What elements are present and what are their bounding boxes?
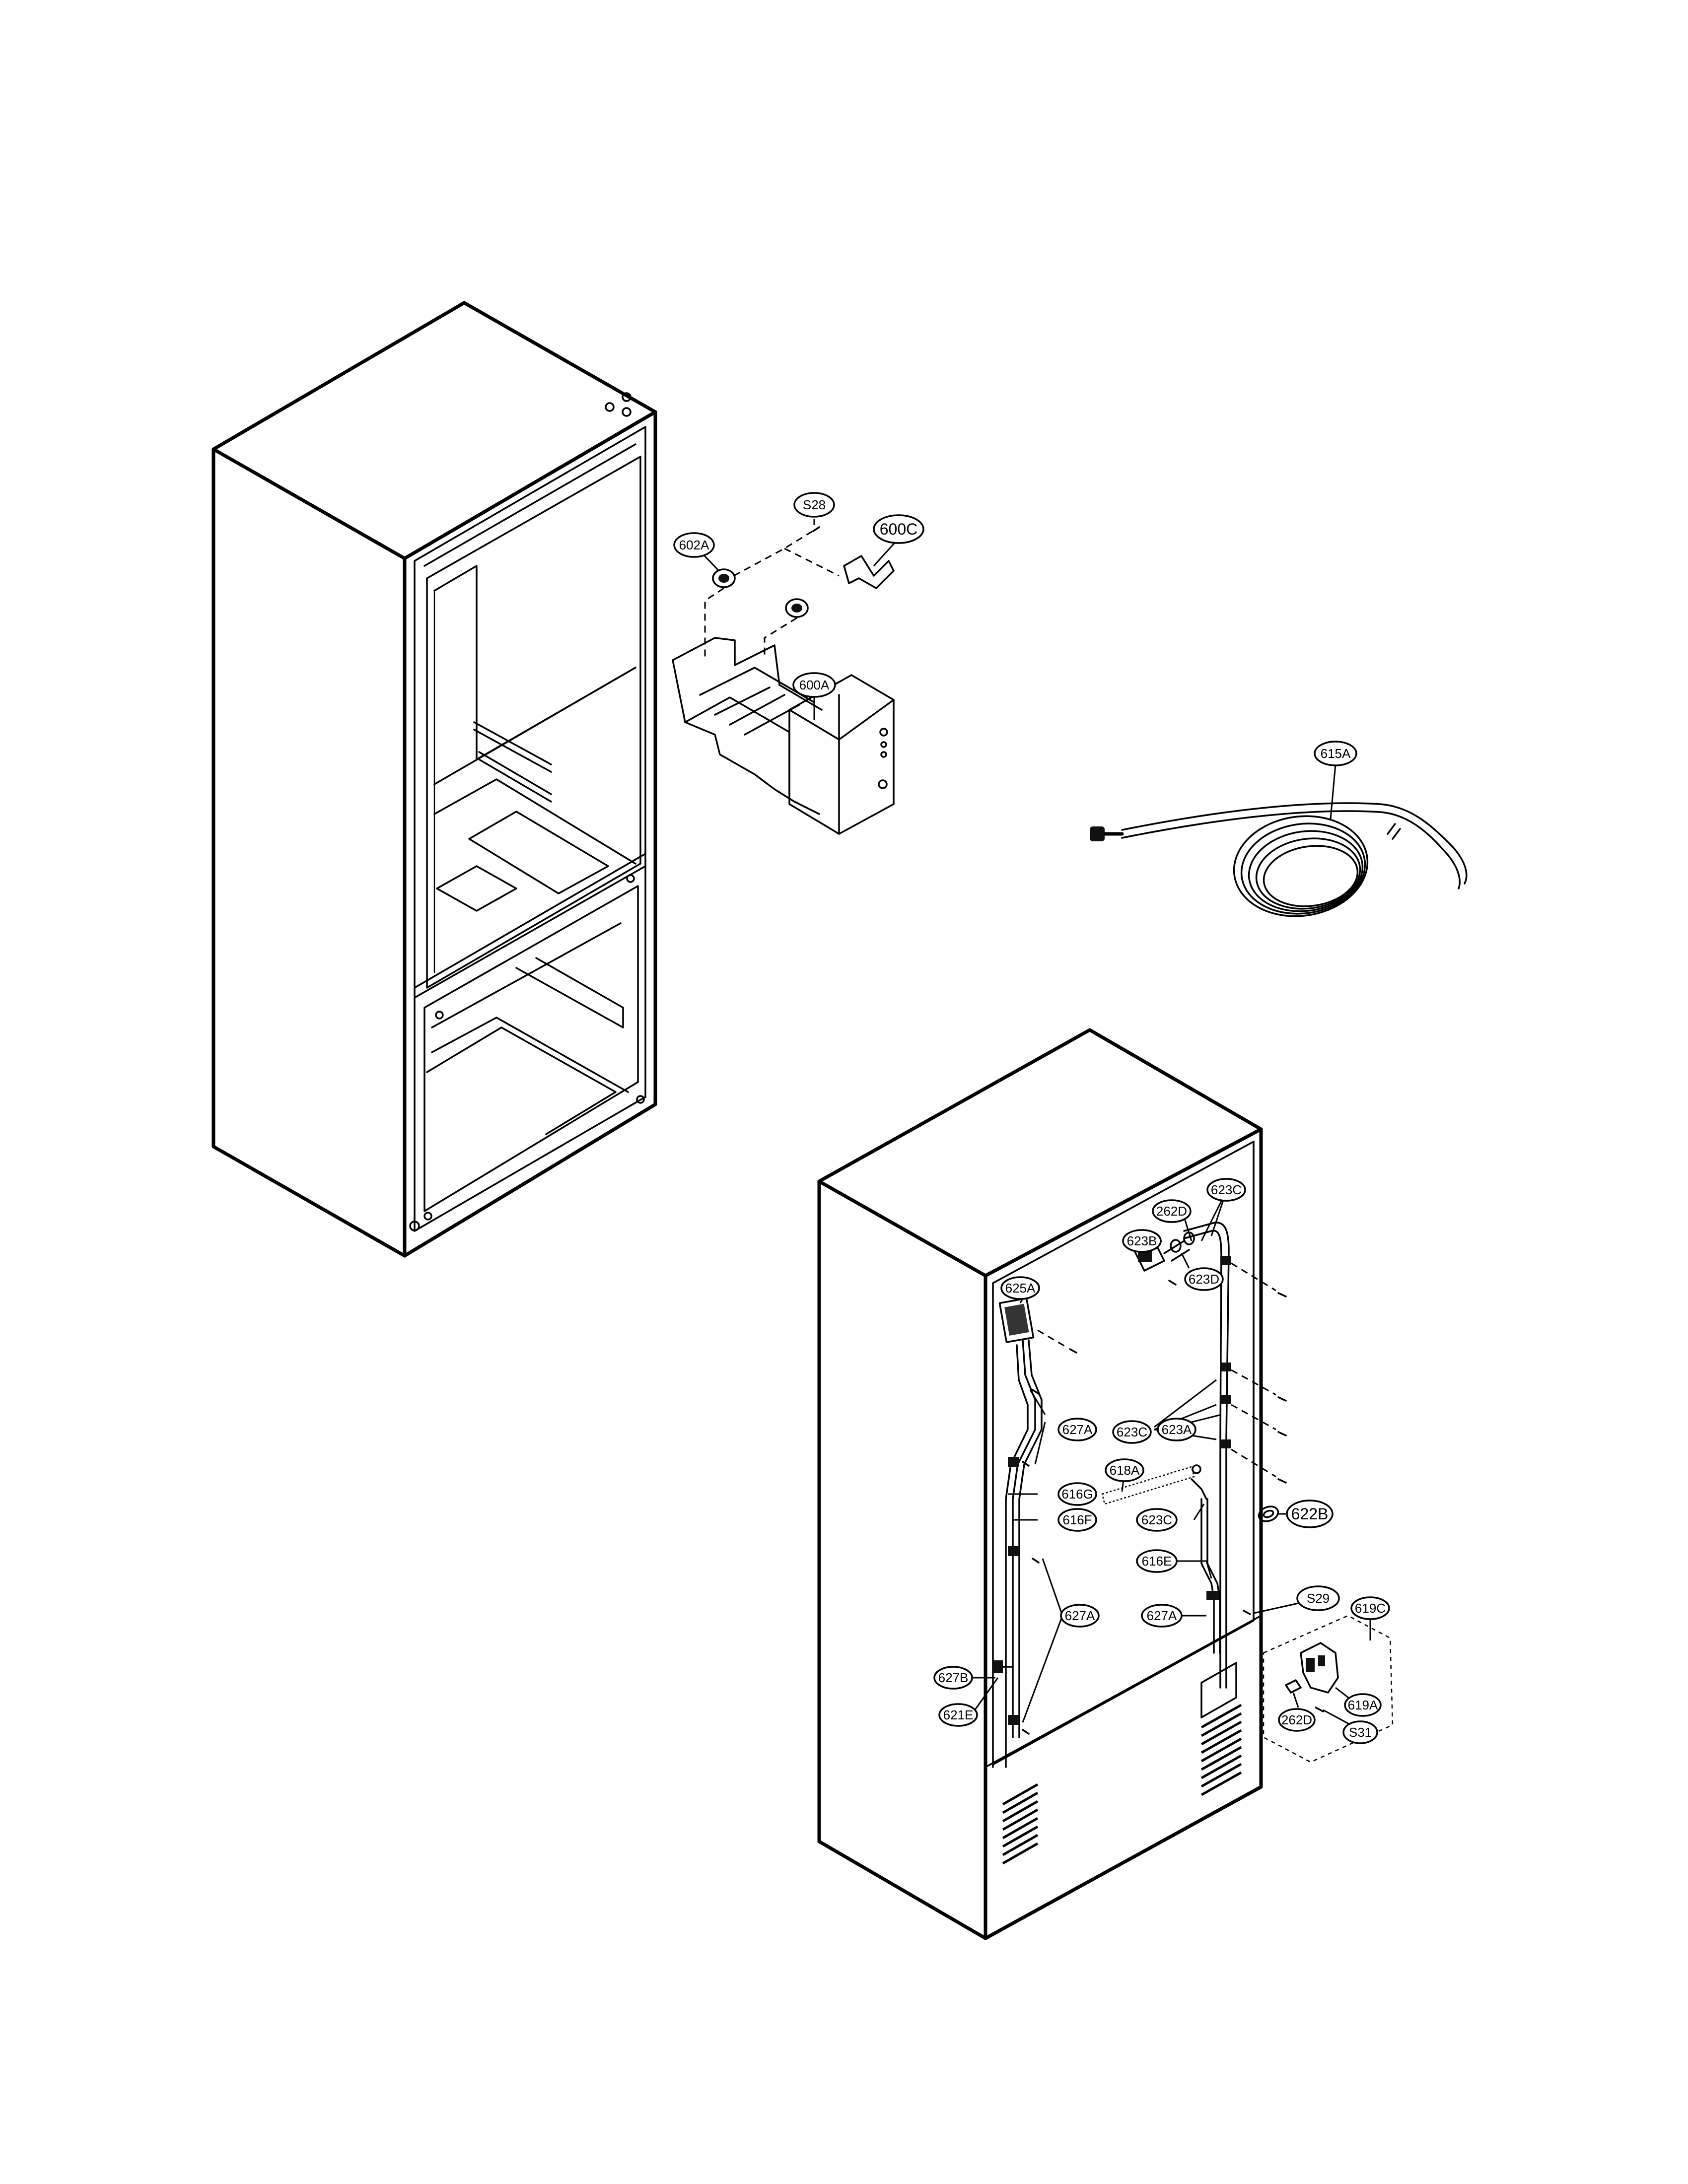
vent-grille-left [1002,1783,1039,1865]
tube-616e [1183,1222,1231,1689]
callout-622b: 622B [1286,1500,1334,1528]
callout-616e: 616E [1136,1549,1178,1573]
callout-623c-mid: 623C [1112,1420,1152,1444]
callout-616g: 616G [1057,1482,1097,1506]
callout-label: 600C [880,520,918,538]
rear-cabinet [817,1028,1394,1940]
callout-600a: 600A [792,672,836,698]
callout-625a: 625A [1000,1276,1040,1300]
callout-label: 619A [1348,1698,1378,1712]
callout-label: 615A [1321,746,1351,761]
callout-label: 262D [1281,1712,1312,1727]
callout-627a-lower: 627A [1060,1604,1100,1628]
callout-label: 623D [1189,1272,1219,1287]
part-618a [1101,1464,1201,1505]
callout-label: 623A [1162,1422,1192,1437]
callout-627a-upper: 627A [1057,1418,1097,1441]
grommet-602a-right [785,598,809,618]
callout-602a: 602A [673,532,715,558]
grommet-602a-left [712,568,736,588]
leader-lines [693,519,1371,1728]
callout-618a: 618A [1105,1458,1144,1482]
callout-616f: 616F [1057,1508,1097,1532]
callout-623b: 623B [1122,1229,1162,1253]
callout-label: 600A [799,678,830,692]
callout-label: S29 [1307,1591,1330,1606]
callout-label: 622B [1291,1505,1329,1523]
tube-616g-616f [993,1297,1043,1768]
callout-label: S28 [803,497,826,512]
callout-label: 625A [1005,1281,1036,1296]
callout-619c: 619C [1350,1596,1390,1620]
mounting-screws [1022,1262,1287,1735]
inset-619c [1263,1615,1394,1763]
callout-621e: 621E [938,1703,978,1727]
callout-619a: 619A [1344,1693,1382,1717]
callout-label: 623C [1211,1182,1242,1197]
callout-627b: 627B [933,1666,973,1690]
grommet-622b [1258,1505,1279,1522]
vent-grille-right [1200,1662,1242,1796]
callout-label: 602A [679,538,709,552]
callout-label: 627A [1147,1608,1177,1623]
callout-label: 616E [1142,1554,1172,1569]
callout-615a: 615A [1314,741,1357,766]
callout-label: 616G [1061,1487,1093,1502]
callout-623c-top: 623C [1206,1178,1246,1202]
callout-262d-top: 262D [1152,1199,1192,1223]
callout-label: 627A [1065,1608,1095,1623]
callout-label: 262D [1156,1204,1187,1219]
callout-623d: 623D [1184,1267,1224,1291]
callout-label: 621E [943,1707,974,1722]
callout-label: 623C [1117,1425,1147,1439]
callout-label: 616F [1062,1512,1092,1527]
callout-262d-low: 262D [1278,1708,1316,1732]
callout-label: 623B [1127,1233,1157,1248]
callout-label: 627A [1062,1422,1093,1437]
front-cabinet-liner [211,301,657,1258]
bracket-600c [843,555,895,589]
callout-label: 623C [1141,1512,1172,1527]
callout-s31: S31 [1342,1720,1378,1744]
callout-s29: S29 [1296,1585,1340,1611]
water-tube-615a [1090,802,1468,917]
callout-label: 627B [938,1670,969,1685]
callout-600c: 600C [873,514,924,544]
callout-label: 618A [1110,1463,1140,1478]
callout-label: S31 [1349,1725,1372,1740]
callout-623c-low: 623C [1136,1508,1178,1532]
callout-s28: S28 [793,492,835,518]
callout-623a: 623A [1157,1418,1196,1441]
callout-label: 619C [1355,1601,1386,1616]
ice-maker-600a [672,637,895,835]
ice-maker-assembly [672,526,895,835]
callout-627a-right: 627A [1141,1604,1183,1628]
